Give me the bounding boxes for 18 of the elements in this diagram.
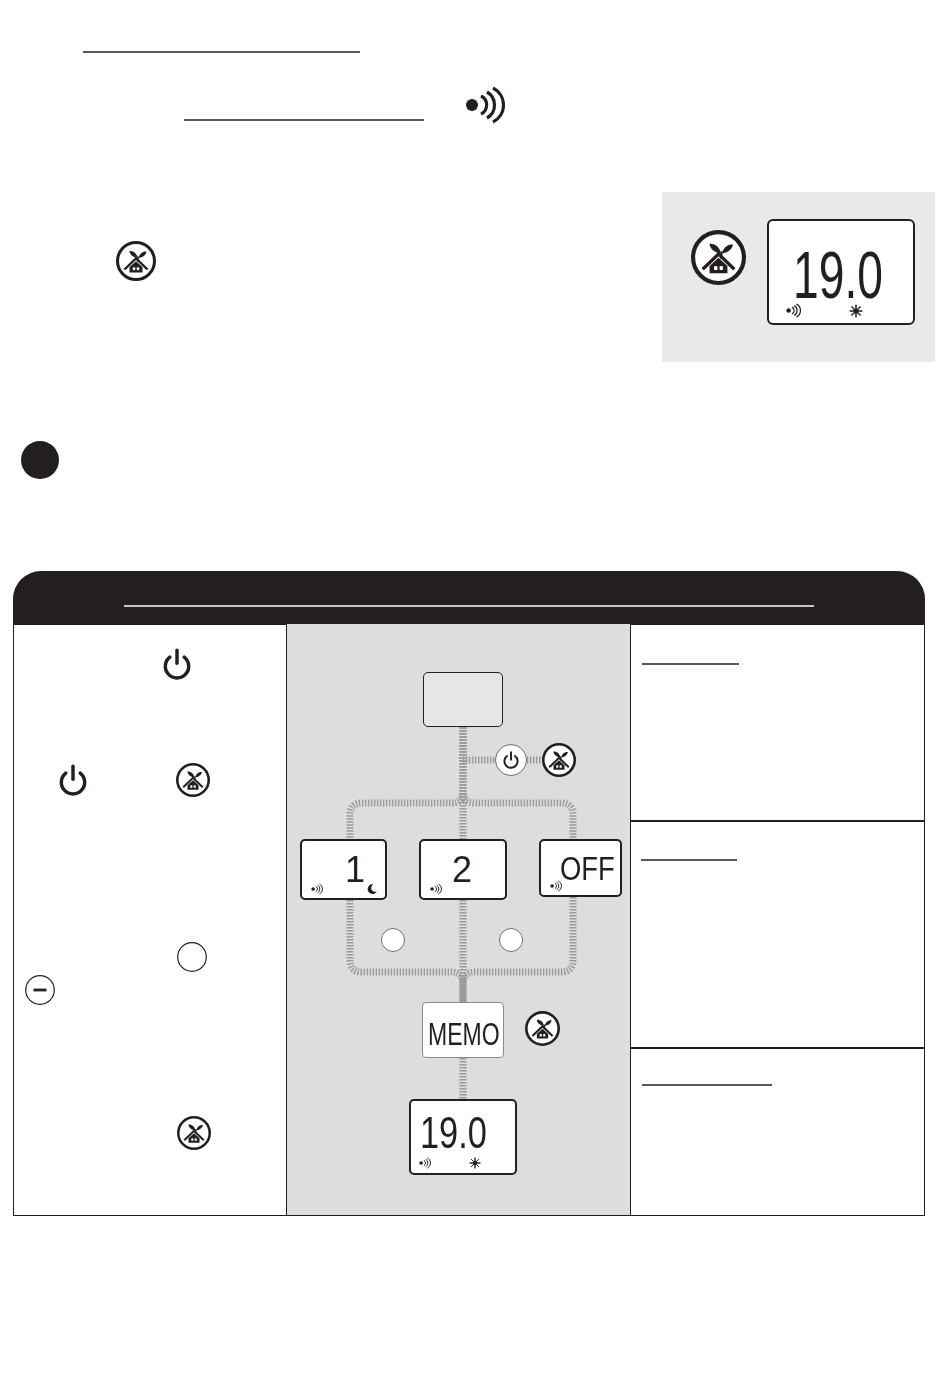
lcd-display	[539, 839, 622, 897]
connector-line	[527, 756, 542, 764]
lcd-reading: 19.0	[420, 1111, 487, 1155]
blank-lcd-display	[423, 672, 503, 727]
connector-line	[459, 897, 577, 1002]
lcd-reading: MEMO	[428, 1018, 500, 1050]
connector-line	[459, 1058, 467, 1099]
lcd-display	[409, 1099, 517, 1175]
lcd-display	[422, 1002, 504, 1058]
lcd-reading: 1	[345, 852, 366, 888]
lcd-reading: 19.0	[793, 242, 883, 308]
connector-line	[459, 727, 577, 839]
lcd-display	[300, 839, 387, 900]
lcd-display	[767, 219, 915, 325]
lcd-display	[419, 839, 507, 900]
lcd-reading: OFF	[560, 852, 615, 885]
lcd-reading: 2	[452, 852, 473, 888]
connector-line	[459, 900, 467, 1002]
